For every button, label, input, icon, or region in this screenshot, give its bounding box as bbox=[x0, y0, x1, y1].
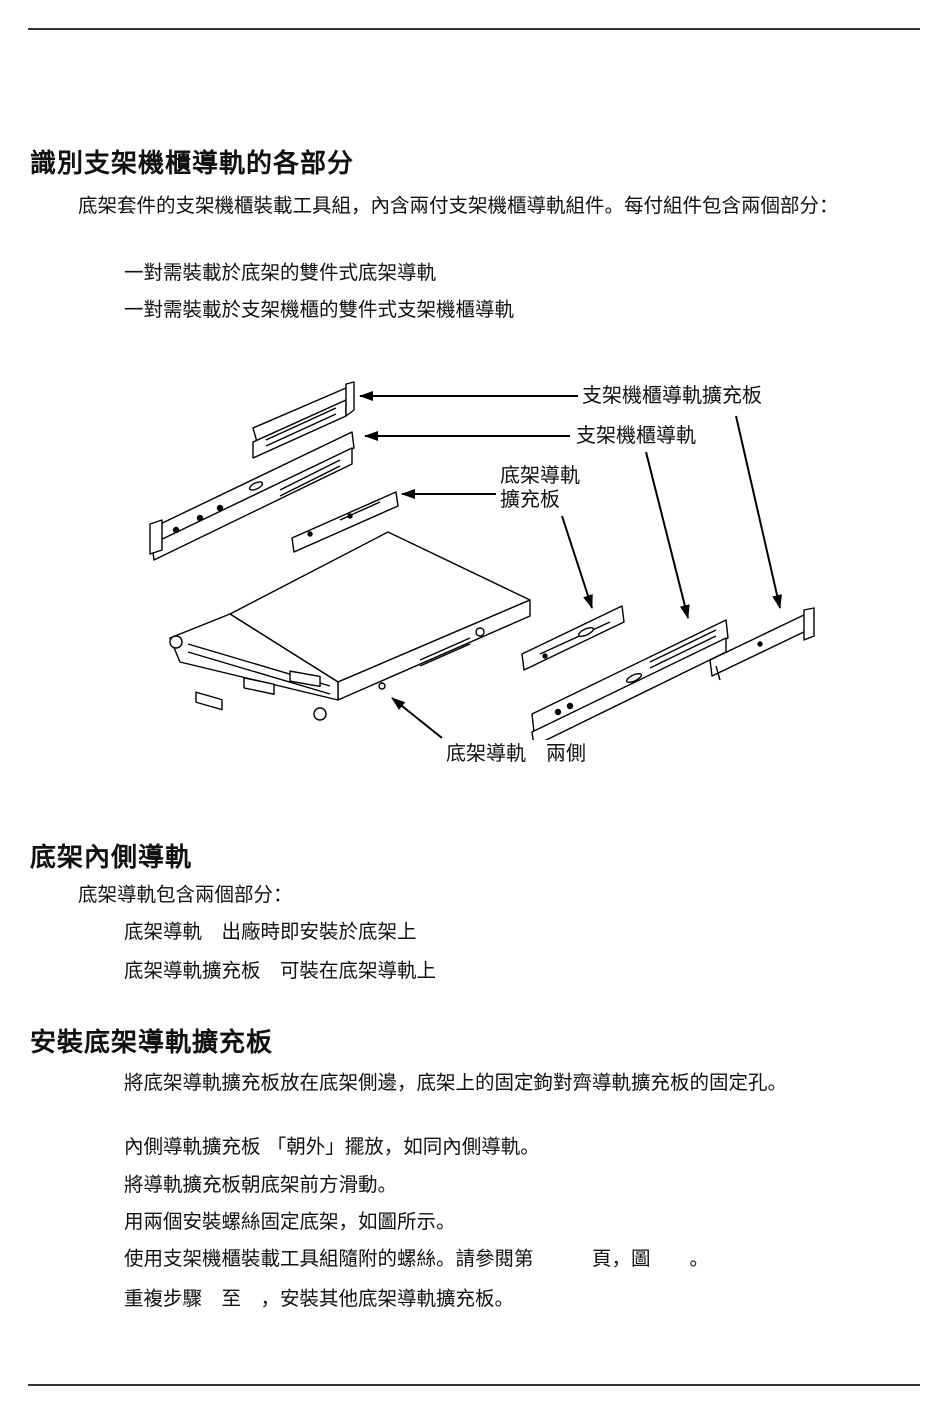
callout-chassis-rail-extension-line2: 擴充板 bbox=[498, 486, 562, 512]
callout-rack-rail: 支架機櫃導軌 bbox=[574, 422, 698, 448]
arrow-to-rack-ext-right bbox=[735, 415, 782, 609]
callout-chassis-rail-both-sides: 底架導軌 兩側 bbox=[444, 740, 588, 766]
rack-rail-extension-right bbox=[709, 607, 815, 681]
inner-rails-intro: 底架導軌包含兩個部分： bbox=[78, 883, 293, 906]
arrow-to-chassis-ext-right bbox=[561, 515, 593, 609]
callout-rack-rail-extension: 支架機櫃導軌擴充板 bbox=[580, 382, 764, 408]
install-step-6: 重複步驟 至 ，安裝其他底架導軌擴充板。 bbox=[124, 1287, 515, 1310]
server-chassis bbox=[169, 531, 531, 721]
chassis-rail-extension-left bbox=[291, 491, 399, 553]
bottom-rule bbox=[28, 1384, 920, 1386]
install-step-4: 用兩個安裝螺絲固定底架，如圖所示。 bbox=[124, 1210, 456, 1233]
rack-rail-left bbox=[149, 431, 355, 561]
identify-intro: 底架套件的支架機櫃裝載工具組，內含兩付支架機櫃導軌組件。每付組件包含兩個部分： bbox=[78, 194, 839, 217]
section-title-inner-rails: 底架內側導軌 bbox=[30, 843, 193, 873]
inner-rails-item-1: 底架導軌 出廠時即安裝於底架上 bbox=[124, 920, 417, 943]
identify-item-2: 一對需裝載於支架機櫃的雙件式支架機櫃導軌 bbox=[124, 298, 515, 321]
arrow-chassis-rail bbox=[391, 697, 443, 739]
chassis-rail-extension-right bbox=[521, 605, 625, 671]
section-title-install: 安裝底架導軌擴充板 bbox=[30, 1028, 274, 1058]
identify-item-1: 一對需裝載於底架的雙件式底架導軌 bbox=[124, 261, 437, 284]
install-step-3: 將導軌擴充板朝底架前方滑動。 bbox=[124, 1173, 398, 1196]
inner-rails-item-2: 底架導軌擴充板 可裝在底架導軌上 bbox=[124, 959, 437, 982]
arrow-to-rack-rail-right bbox=[645, 451, 690, 619]
top-rule bbox=[28, 28, 920, 30]
section-title-identify: 識別支架機櫃導軌的各部分 bbox=[30, 149, 355, 179]
install-step-1: 將底架導軌擴充板放在底架側邊，底架上的固定鉤對齊導軌擴充板的固定孔。 bbox=[124, 1071, 788, 1094]
rail-diagram bbox=[149, 381, 815, 747]
install-step-5: 使用支架機櫃裝載工具組隨附的螺絲。請參閱第 頁，圖 。 bbox=[124, 1247, 710, 1270]
rack-rail-extension-left bbox=[252, 381, 355, 459]
callout-chassis-rail-extension-line1: 底架導軌 bbox=[498, 462, 582, 488]
install-step-2: 內側導軌擴充板 「朝外」擺放，如同內側導軌。 bbox=[124, 1135, 540, 1158]
